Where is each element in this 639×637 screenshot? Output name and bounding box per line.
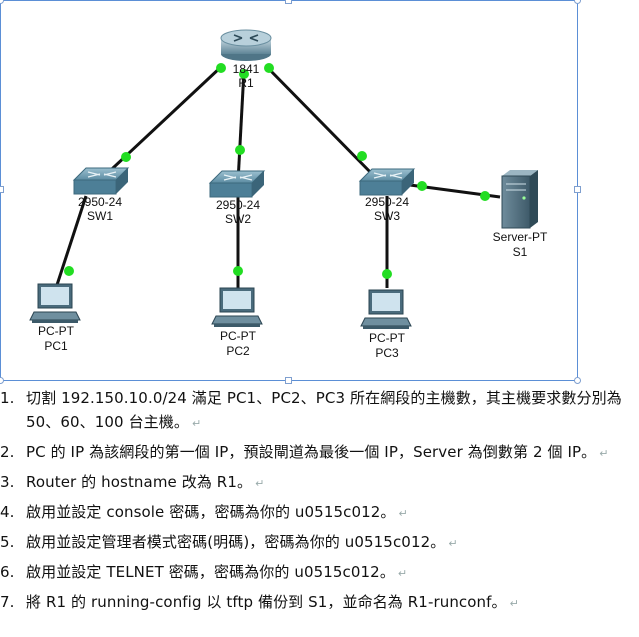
task-text: Router 的 hostname 改為 R1。	[26, 473, 253, 491]
resize-handle-top-left[interactable]	[0, 0, 4, 4]
resize-handle-middle-right[interactable]	[574, 186, 581, 193]
switch-sw3-name-label: SW3	[374, 209, 400, 223]
port-light-sw3-s1	[417, 181, 427, 191]
task-number: 4.	[0, 503, 15, 521]
switch-sw2-model-label: 2950-24	[216, 198, 260, 212]
port-light-sw1-up	[121, 152, 131, 162]
link-r1-sw1	[96, 64, 224, 184]
resize-handle-top-right[interactable]	[574, 0, 581, 4]
resize-handle-bottom-middle[interactable]	[285, 377, 292, 384]
pc3-name-label: PC3	[375, 346, 399, 360]
port-light-sw3-pc3	[382, 269, 392, 279]
port-light-sw1-pc1	[64, 266, 74, 276]
pc1-model-label: PC-PT	[38, 324, 75, 338]
pc2-icon[interactable]	[211, 287, 263, 327]
task-number: 1.	[0, 389, 15, 407]
server-name-label: S1	[513, 245, 528, 259]
switch-sw3-icon[interactable]	[358, 168, 416, 196]
pc1-name-label: PC1	[44, 339, 68, 353]
switch-sw1-name-label: SW1	[87, 209, 113, 223]
task-item-1: 1. 切割 192.150.10.0/24 滿足 PC1、PC2、PC3 所在網段…	[0, 386, 639, 436]
paragraph-mark: ↵	[191, 417, 202, 430]
switch-sw3-model-label: 2950-24	[365, 195, 409, 209]
port-light-r1-sw3	[264, 63, 274, 73]
task-text: 啟用並設定 console 密碼，密碼為你的 u0515c012。	[26, 503, 396, 521]
link-r1-sw3	[264, 64, 380, 182]
task-item-3: 3. Router 的 hostname 改為 R1。↵	[0, 470, 639, 496]
task-item-6: 6. 啟用並設定 TELNET 密碼，密碼為你的 u0515c012。↵	[0, 560, 639, 586]
paragraph-mark: ↵	[397, 567, 408, 580]
pc2-model-label: PC-PT	[220, 329, 257, 343]
pc3-icon[interactable]	[360, 289, 412, 329]
resize-handle-middle-left[interactable]	[0, 186, 4, 193]
task-number: 6.	[0, 563, 15, 581]
task-item-5: 5. 啟用並設定管理者模式密碼(明碼)，密碼為你的 u0515c012。↵	[0, 530, 639, 556]
switch-sw1-model-label: 2950-24	[78, 195, 122, 209]
resize-handle-bottom-left[interactable]	[0, 377, 4, 384]
pc3-model-label: PC-PT	[369, 331, 406, 345]
link-sw1-pc1	[54, 195, 88, 289]
task-number: 5.	[0, 533, 15, 551]
resize-handle-bottom-right[interactable]	[574, 377, 581, 384]
paragraph-mark: ↵	[398, 507, 408, 520]
paragraph-mark: ↵	[255, 477, 265, 490]
link-r1-sw2	[236, 69, 246, 183]
task-item-7: 7. 將 R1 的 running-config 以 tftp 備份到 S1，並命…	[0, 590, 639, 616]
port-light-r1-sw1	[216, 63, 226, 73]
task-item-2: 2. PC 的 IP 為該網段的第一個 IP，預設閘道為最後一個 IP，Serve…	[0, 440, 639, 466]
task-number: 2.	[0, 443, 15, 461]
switch-sw2-icon[interactable]	[208, 170, 266, 198]
switch-sw1-icon[interactable]	[72, 167, 130, 195]
task-number: 3.	[0, 473, 15, 491]
task-number: 7.	[0, 593, 15, 611]
pc1-icon[interactable]	[29, 283, 81, 323]
task-text: 啟用並設定管理者模式密碼(明碼)，密碼為你的 u0515c012。	[26, 533, 446, 551]
paragraph-mark: ↵	[448, 537, 458, 550]
resize-handle-top-middle[interactable]	[285, 0, 292, 4]
task-item-4: 4. 啟用並設定 console 密碼，密碼為你的 u0515c012。↵	[0, 500, 639, 526]
task-text: 將 R1 的 running-config 以 tftp 備份到 S1，並命名為…	[26, 593, 507, 611]
paragraph-mark: ↵	[599, 447, 609, 460]
task-text: PC 的 IP 為該網段的第一個 IP，預設閘道為最後一個 IP，Server …	[26, 443, 597, 461]
port-light-r1-sw2	[239, 69, 249, 79]
switch-sw2-name-label: SW2	[225, 212, 251, 226]
network-topology-diagram: 1841 R1 2950-24 SW1 2950-24 SW2 2950-24 …	[29, 29, 548, 360]
task-text: 切割 192.150.10.0/24 滿足 PC1、PC2、PC3 所在網段的主…	[26, 389, 622, 431]
server-model-label: Server-PT	[493, 230, 548, 244]
pc2-name-label: PC2	[226, 344, 250, 358]
task-list: 1. 切割 192.150.10.0/24 滿足 PC1、PC2、PC3 所在網段…	[0, 384, 639, 616]
router-name-label: R1	[238, 76, 254, 90]
server-s1-icon[interactable]	[501, 170, 538, 229]
port-light-sw2-pc2	[233, 266, 243, 276]
router-model-label: 1841	[233, 62, 260, 76]
router-r1-icon[interactable]	[220, 29, 272, 61]
paragraph-mark: ↵	[509, 597, 519, 610]
port-light-sw2-up	[235, 145, 245, 155]
port-light-s1	[480, 191, 490, 201]
port-lights	[64, 63, 490, 279]
task-text: 啟用並設定 TELNET 密碼，密碼為你的 u0515c012。	[26, 563, 395, 581]
port-light-sw3-up	[357, 151, 367, 161]
